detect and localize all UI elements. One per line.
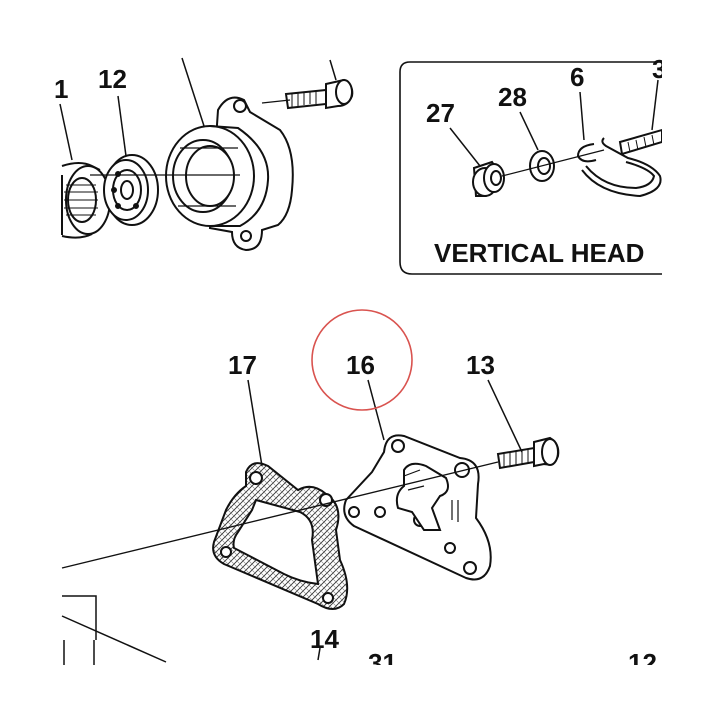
flanged-housing-part [165,96,294,252]
callout-3: 3 [652,54,666,84]
screw-axis-top [261,99,291,104]
lower-assembly-partial [61,595,167,665]
threaded-rod-part [618,128,662,156]
leader-lines-middle [247,379,523,661]
inset-frame [399,61,662,275]
wire-spring-part [581,137,662,198]
highlight-circle [311,309,413,411]
callout-1: 1 [54,74,68,104]
callout-17: 17 [228,350,257,380]
callout-27: 27 [426,98,455,128]
inset-caption: VERTICAL HEAD [434,238,644,268]
callout-31: 31 [368,648,397,678]
inset-axis [501,149,605,177]
ball-bearing-part [103,154,159,226]
snap-ring-part [576,143,597,163]
leader-lines-top-left [59,57,337,161]
bushing-part [472,160,505,197]
needle-bearing-part [61,162,111,239]
callout-13: 13 [466,350,495,380]
cover-plate-part [343,434,492,581]
callout-12-lower: 12 [628,648,657,678]
assembly-axis-line [61,461,499,569]
gasket-part [212,462,349,610]
callout-16: 16 [346,350,375,380]
callout-14: 14 [310,624,339,654]
callout-6: 6 [570,62,584,92]
leader-lines-inset [449,79,659,167]
cap-screw-middle [496,436,560,470]
callout-12: 12 [98,64,127,94]
callout-28: 28 [498,82,527,112]
cap-screw-top [284,78,354,110]
